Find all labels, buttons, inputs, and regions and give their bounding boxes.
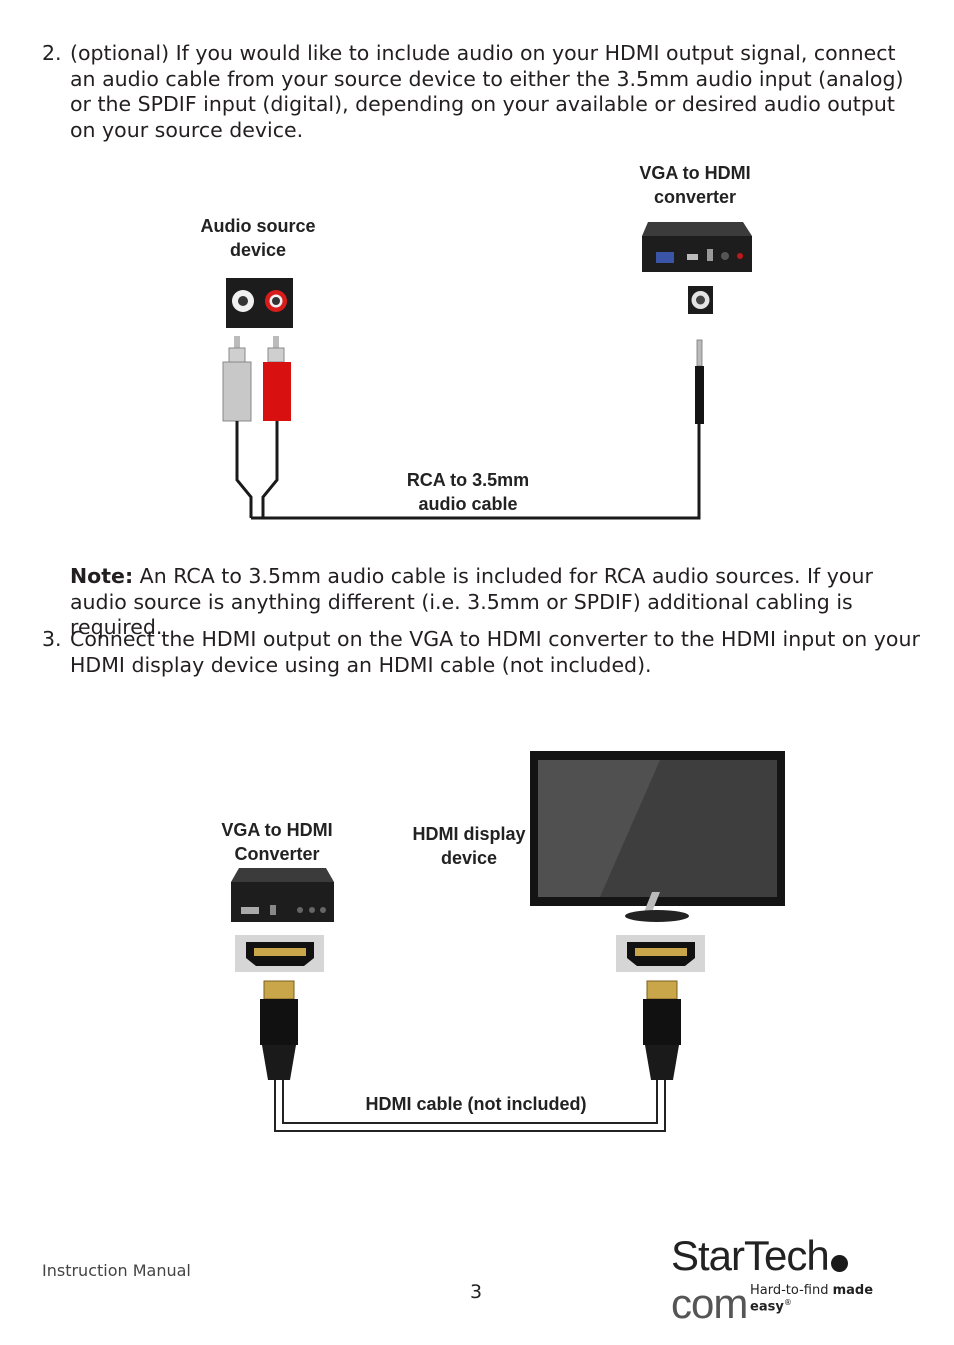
tagline-bold: made easy	[750, 1283, 874, 1315]
hdmi-connection-diagram: VGA to HDMI Converter HDMI display devic…	[221, 751, 785, 1132]
converter-label-line1: VGA to HDMI	[221, 820, 332, 840]
hdmi-port-icon	[616, 935, 705, 972]
step-text: (optional) If you would like to include …	[70, 41, 904, 142]
logo-word-start: StarTech	[671, 1232, 830, 1279]
hdmi-plug-icon	[260, 980, 298, 1080]
hdmi-port-icon	[235, 935, 324, 972]
display-label-line1: HDMI display	[412, 824, 525, 844]
logo-tagline: Hard-to-find made easy®	[750, 1283, 911, 1314]
rca-to-35mm-cable	[235, 421, 701, 520]
source-label-line1: Audio source	[200, 216, 315, 236]
hdmi-display-image	[530, 751, 785, 922]
logo-word-end: com	[671, 1280, 748, 1327]
audio-jack-icon	[688, 286, 713, 314]
vga-hdmi-converter-image	[231, 868, 334, 922]
step-text: Connect the HDMI output on the VGA to HD…	[70, 627, 920, 677]
startech-logo: StarTechcom Hard-to-find made easy®	[671, 1232, 911, 1327]
note-label: Note:	[70, 564, 134, 588]
logo-wordmark: StarTechcom	[671, 1232, 911, 1328]
mini-jack-plug-icon	[695, 339, 704, 424]
logo-dot-icon	[830, 1255, 848, 1272]
cable-label-line1: RCA to 3.5mm	[407, 470, 529, 490]
note-text: An RCA to 3.5mm audio cable is included …	[70, 564, 873, 639]
page-number: 3	[470, 1281, 483, 1303]
converter-label-line2: converter	[654, 187, 736, 207]
step-3: 3. Connect the HDMI output on the VGA to…	[42, 627, 922, 678]
step-2: 2. (optional) If you would like to inclu…	[42, 41, 922, 143]
hdmi-plug-icon	[643, 980, 681, 1080]
converter-label-line2: Converter	[234, 844, 319, 864]
note: Note: An RCA to 3.5mm audio cable is inc…	[42, 564, 922, 641]
cable-label-line2: audio cable	[418, 494, 517, 514]
tagline-plain: Hard-to-find	[750, 1283, 833, 1298]
rca-jacks-icon	[226, 278, 293, 328]
audio-connection-diagram: VGA to HDMI converter Audio source devic…	[200, 163, 752, 520]
source-label-line2: device	[230, 240, 286, 260]
step-number: 3.	[42, 627, 62, 651]
converter-label-line1: VGA to HDMI	[639, 163, 750, 183]
step-number: 2.	[42, 41, 62, 65]
rca-plugs-icon	[222, 336, 291, 422]
cable-label: HDMI cable (not included)	[365, 1094, 586, 1114]
vga-hdmi-converter-image	[642, 222, 752, 272]
tagline-registered: ®	[783, 1298, 792, 1307]
footer-document-title: Instruction Manual	[42, 1261, 191, 1280]
display-label-line2: device	[441, 848, 497, 868]
